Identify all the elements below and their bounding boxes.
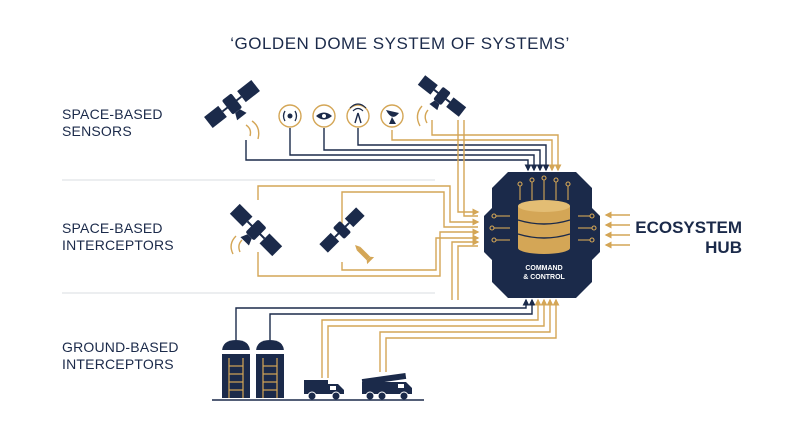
signal-wave — [230, 235, 237, 255]
signal-wave — [416, 105, 423, 127]
row-label-ground-interceptors: GROUND-BASED INTERCEPTORS — [62, 339, 179, 372]
circuit-traces — [489, 175, 597, 243]
silo-icon — [222, 340, 250, 398]
core-label-line2: & CONTROL — [523, 274, 565, 281]
core-label-line1: COMMAND — [525, 265, 562, 272]
missile-icon — [355, 245, 375, 265]
row-label-space-sensors: SPACE-BASED SENSORS — [62, 106, 163, 139]
ground-links — [235, 298, 536, 340]
satellite-icon — [417, 75, 467, 117]
sensor-gold-links — [391, 120, 562, 172]
launcher-truck-icon — [361, 372, 412, 401]
row-label-space-interceptors: SPACE-BASED INTERCEPTORS — [62, 220, 174, 253]
silo-icon — [256, 340, 284, 398]
interceptor-links — [257, 120, 480, 300]
interceptor-satellite-icon — [229, 203, 283, 257]
signal-icon — [278, 104, 302, 128]
signal-wave — [424, 109, 429, 124]
satellite-icon — [204, 80, 260, 128]
ground-gold-links — [321, 298, 560, 378]
eye-icon — [312, 104, 336, 128]
ecosystem-hub-label: ECOSYSTEM HUB — [635, 218, 742, 257]
interceptor-satellite-icon — [319, 207, 365, 253]
signal-wave — [251, 120, 260, 140]
hub-input-arrows — [604, 211, 630, 249]
data-storage-icon — [517, 200, 571, 254]
signal-wave — [245, 124, 252, 137]
antenna-icon — [346, 103, 370, 128]
launcher-truck-icon — [304, 380, 344, 401]
sensor-links — [245, 128, 550, 172]
diagram-title: ‘GOLDEN DOME SYSTEM OF SYSTEMS’ — [230, 34, 570, 53]
signal-wave — [238, 239, 243, 253]
command-control-hub: COMMAND & CONTROL — [484, 172, 600, 298]
radar-dish-icon — [380, 104, 404, 128]
